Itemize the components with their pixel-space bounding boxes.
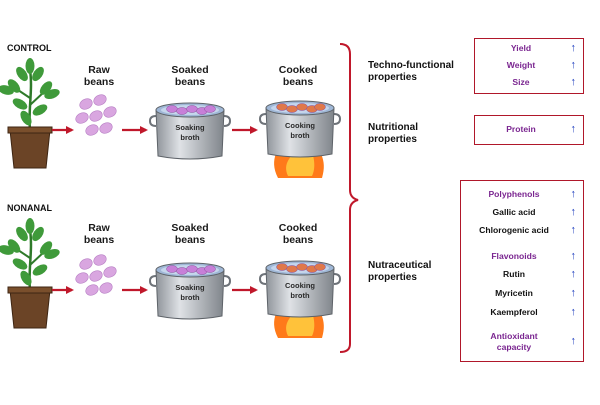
nutritional-label: Nutritional properties [368, 122, 418, 145]
property-item-label: Antioxidant capacity [490, 331, 538, 352]
property-item-label: Size [512, 77, 530, 87]
pot-icon [9, 129, 51, 169]
techno-functional-label: Techno-functional properties [368, 60, 454, 83]
property-item-label: Weight [506, 60, 536, 70]
row-title-control: CONTROL [7, 43, 52, 53]
cooked-beans-label: Cooked beans [278, 222, 318, 246]
curly-bracket [339, 43, 359, 353]
raw-beans-icon [75, 254, 117, 296]
up-arrow-icon: ↑ [570, 59, 577, 71]
soaked-beans-label: Soaked beans [171, 64, 209, 88]
up-arrow-icon: ↑ [570, 123, 577, 135]
nutraceutical-box: Polyphenols ↑ Gallic acid ↑ Chlorogenic acid… [460, 180, 584, 362]
property-item-label: Polyphenols [488, 189, 540, 199]
up-arrow-icon: ↑ [570, 250, 577, 262]
pot-icon [9, 289, 51, 329]
up-arrow-icon: ↑ [570, 268, 577, 280]
up-arrow-icon: ↑ [570, 287, 577, 299]
raw-beans-icon [75, 94, 117, 136]
plant-icon [0, 218, 60, 329]
up-arrow-icon: ↑ [570, 42, 577, 54]
raw-beans-label: Raw beans [83, 64, 115, 88]
row-title-nonanal: NONANAL [7, 203, 52, 213]
up-arrow-icon: ↑ [570, 335, 577, 347]
property-item-label: Chlorogenic acid [479, 225, 549, 235]
nutraceutical-label: Nutraceutical properties [368, 260, 432, 283]
techno-functional-box: Yield ↑ Weight ↑ Size ↑ [474, 38, 584, 94]
property-item-label: Yield [510, 43, 532, 53]
up-arrow-icon: ↑ [570, 224, 577, 236]
up-arrow-icon: ↑ [570, 206, 577, 218]
property-item-label: Kaempferol [490, 307, 538, 317]
property-item-label: Myricetin [495, 288, 533, 298]
up-arrow-icon: ↑ [570, 306, 577, 318]
up-arrow-icon: ↑ [570, 188, 577, 200]
plant-icon [0, 58, 60, 169]
property-item-label: Flavonoids [491, 251, 537, 261]
nutritional-box: Protein ↑ [474, 115, 584, 145]
property-item-label: Rutin [503, 269, 525, 279]
soaked-beans-label: Soaked beans [171, 222, 209, 246]
property-item-label: Protein [506, 124, 536, 134]
cooked-beans-label: Cooked beans [278, 64, 318, 88]
property-item-label: Gallic acid [492, 207, 536, 217]
raw-beans-label: Raw beans [83, 222, 115, 246]
up-arrow-icon: ↑ [570, 76, 577, 88]
